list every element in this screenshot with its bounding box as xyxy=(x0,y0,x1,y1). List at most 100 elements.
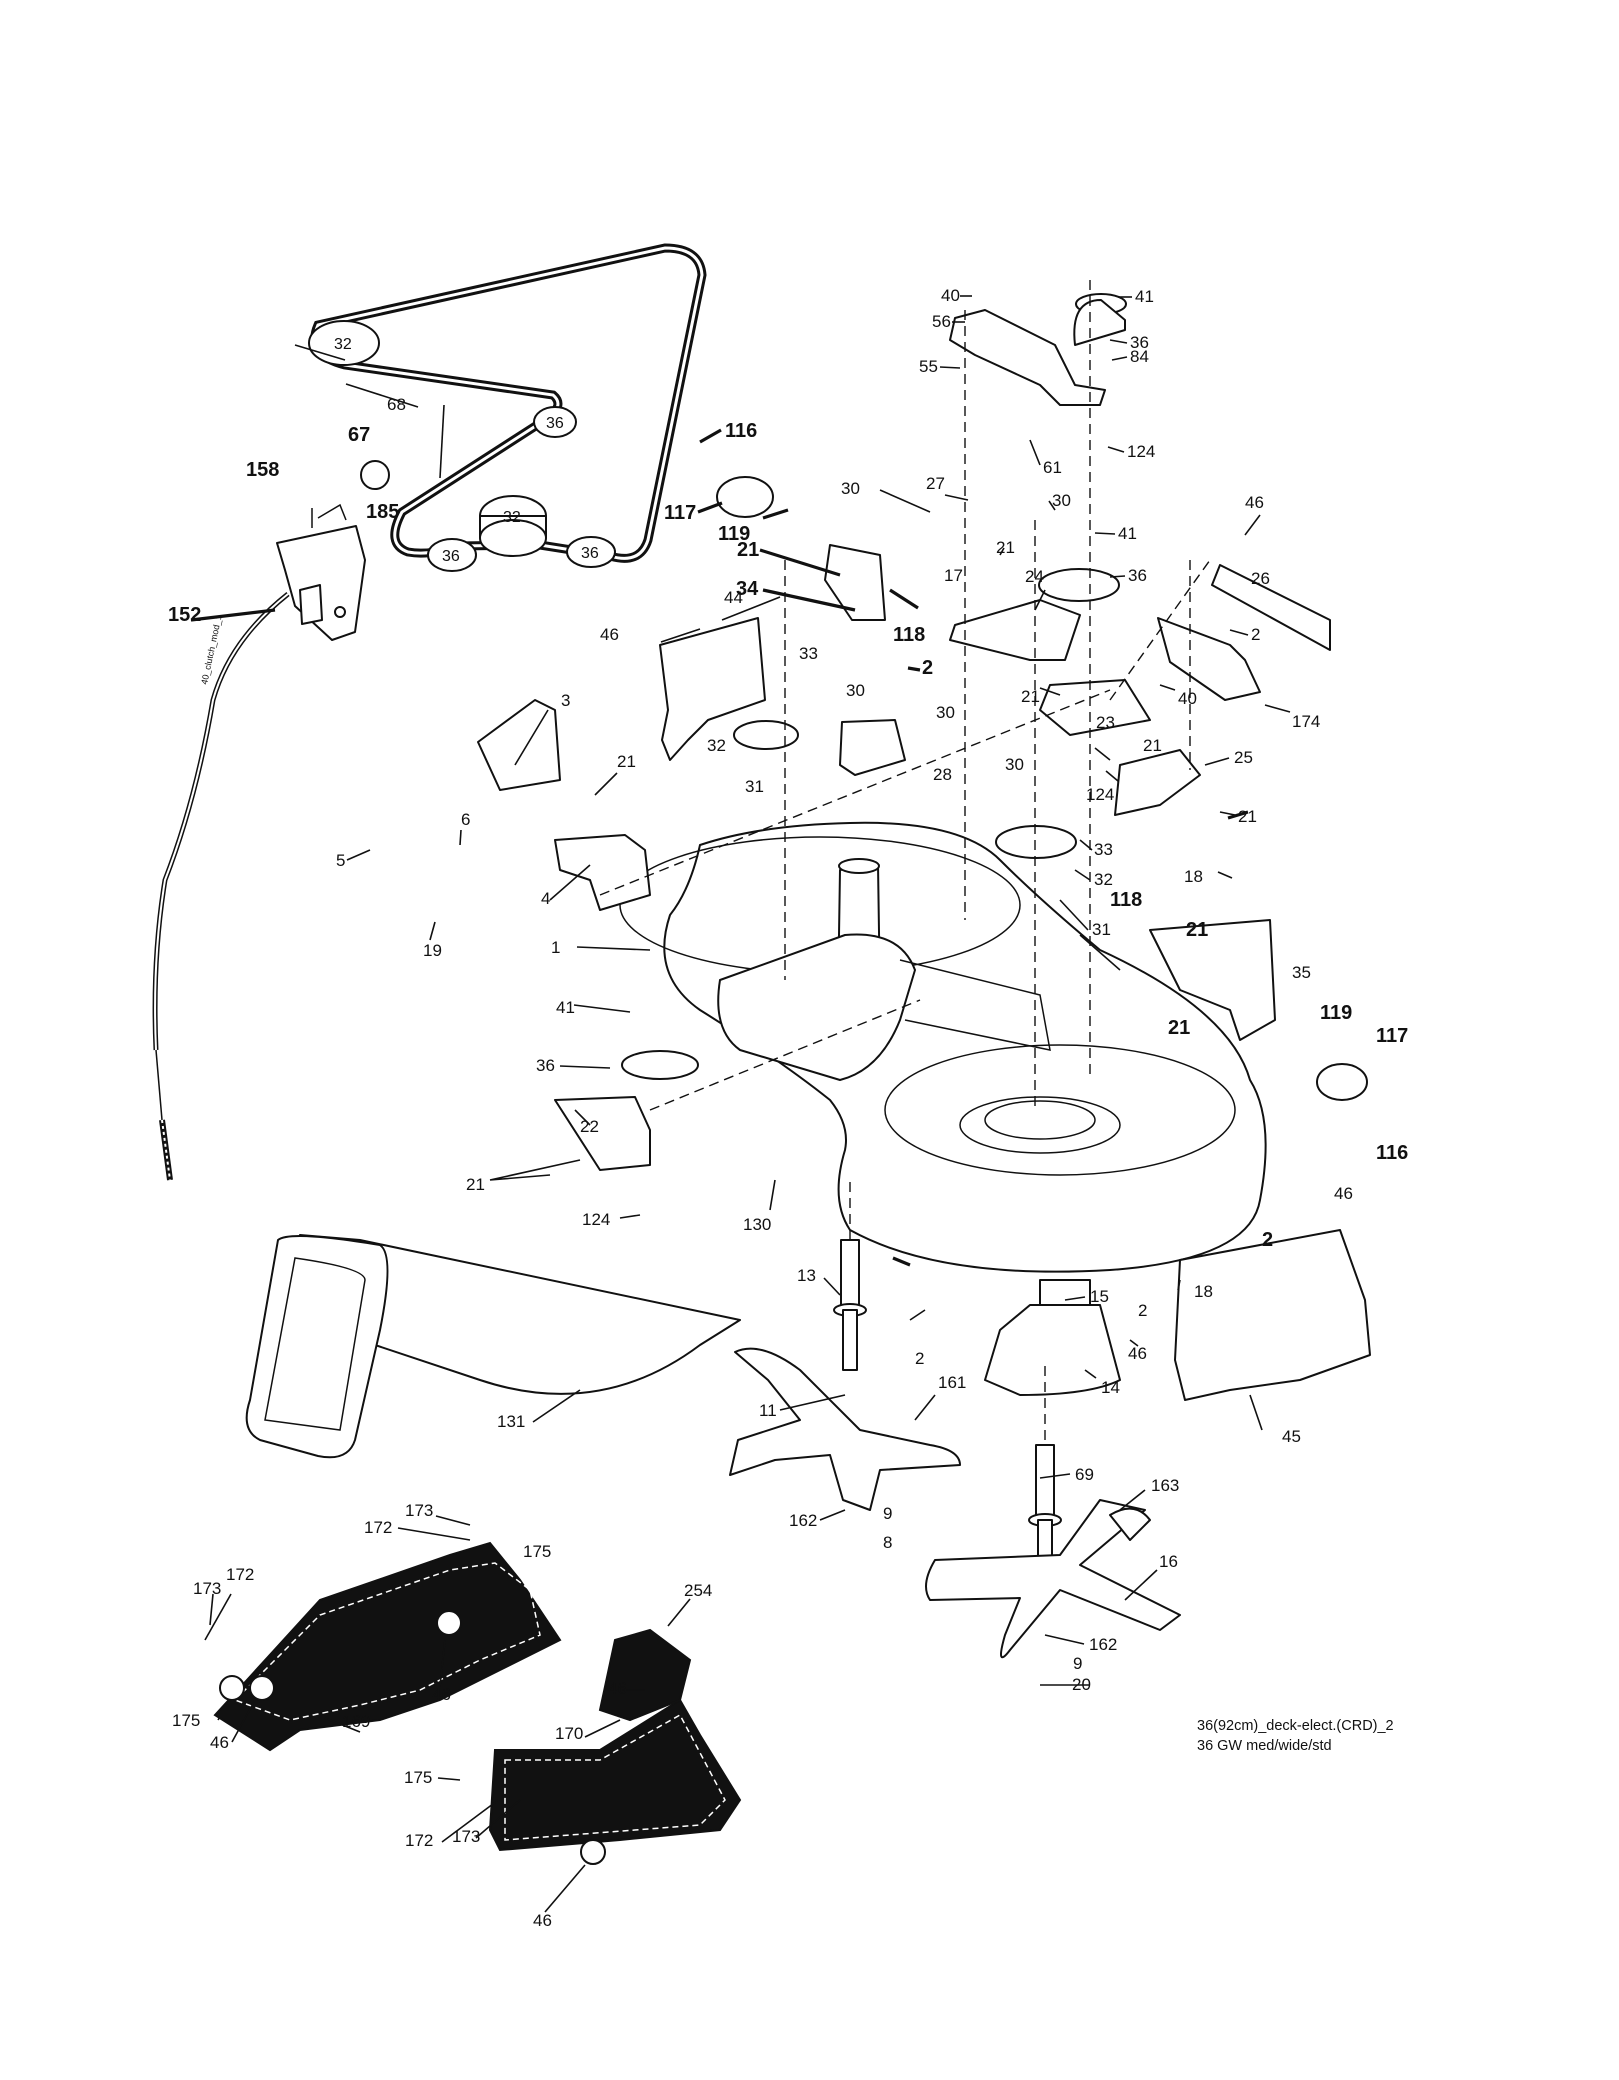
callout-18: 18 xyxy=(1194,1282,1213,1301)
callout-2: 2 xyxy=(922,657,933,679)
mulch-baffles xyxy=(213,1541,742,1865)
callout-152: 152 xyxy=(168,604,201,626)
callout-33: 33 xyxy=(1094,840,1113,859)
callout-21: 21 xyxy=(617,752,636,771)
callout-30: 30 xyxy=(841,479,860,498)
callout-21: 21 xyxy=(1168,1017,1190,1039)
callout-130: 130 xyxy=(743,1215,771,1234)
callout-172: 172 xyxy=(405,1831,433,1850)
callout-175: 175 xyxy=(523,1542,551,1561)
callout-leaders xyxy=(190,295,1291,1913)
callout-30: 30 xyxy=(1005,755,1024,774)
callout-36: 36 xyxy=(1128,566,1147,585)
callout-36: 36 xyxy=(1130,333,1149,352)
diagram-code-line-2: 36 GW med/wide/std xyxy=(1197,1738,1332,1754)
callout-84: 84 xyxy=(1130,347,1149,366)
discharge-chute xyxy=(245,1234,741,1459)
callout-169: 169 xyxy=(342,1712,370,1731)
callout-20: 20 xyxy=(1072,1675,1091,1694)
callout-55: 55 xyxy=(919,357,938,376)
callout-23: 23 xyxy=(1096,713,1115,732)
callout-28: 28 xyxy=(933,765,952,784)
callout-69: 69 xyxy=(1075,1465,1094,1484)
callout-2: 2 xyxy=(915,1349,924,1368)
pulley-tag: 36 xyxy=(581,545,599,562)
belt-pulleys xyxy=(308,320,616,572)
drive-belt xyxy=(310,243,707,563)
callout-1: 1 xyxy=(551,938,560,957)
alignment-lines xyxy=(599,280,1211,1440)
callout-2: 2 xyxy=(1262,1229,1273,1251)
callout-67: 67 xyxy=(348,424,370,446)
callout-68: 68 xyxy=(387,395,406,414)
callout-161: 161 xyxy=(938,1373,966,1392)
callout-124: 124 xyxy=(1127,442,1155,461)
callout-158: 158 xyxy=(246,459,279,481)
callout-163: 163 xyxy=(1151,1476,1179,1495)
callout-162: 162 xyxy=(1089,1635,1117,1654)
pulley-tag: 32 xyxy=(503,509,521,526)
callout-15: 15 xyxy=(1090,1287,1109,1306)
callout-18: 18 xyxy=(1184,867,1203,886)
callout-41: 41 xyxy=(1135,287,1154,306)
callout-13: 13 xyxy=(797,1266,816,1285)
callout-254: 254 xyxy=(684,1581,712,1600)
callout-32: 32 xyxy=(707,736,726,755)
callout-numbers: 40 56 55 41 36 84 124 61 27 30 30 17 21 … xyxy=(168,286,1408,1930)
mower-deck xyxy=(619,821,1267,1273)
callout-46: 46 xyxy=(210,1733,229,1752)
callout-173: 173 xyxy=(405,1501,433,1520)
callout-34: 34 xyxy=(736,578,759,600)
callout-46: 46 xyxy=(1334,1184,1353,1203)
callout-118: 118 xyxy=(1110,889,1142,911)
callout-21: 21 xyxy=(1143,736,1162,755)
callout-21: 21 xyxy=(1238,807,1257,826)
callout-170: 170 xyxy=(555,1724,583,1743)
callout-22: 22 xyxy=(580,1117,599,1136)
callout-162: 162 xyxy=(789,1511,817,1530)
callout-173: 173 xyxy=(452,1827,480,1846)
callout-30: 30 xyxy=(1052,491,1071,510)
callout-117: 117 xyxy=(1376,1025,1408,1047)
callout-21: 21 xyxy=(1186,919,1208,941)
clutch-bracket xyxy=(276,503,366,641)
diagram-code-line-1: 36(92cm)_deck-elect.(CRD)_2 xyxy=(1197,1718,1394,1734)
callout-117: 117 xyxy=(664,502,696,524)
callout-9: 9 xyxy=(883,1504,892,1523)
callout-185: 185 xyxy=(366,501,399,523)
callout-46: 46 xyxy=(1128,1344,1147,1363)
callout-11: 11 xyxy=(759,1401,777,1420)
callout-27: 27 xyxy=(926,474,945,493)
callout-6: 6 xyxy=(461,810,470,829)
callout-30: 30 xyxy=(936,703,955,722)
callout-131: 131 xyxy=(497,1412,525,1431)
blades-spindles xyxy=(729,1239,1181,1659)
callout-8: 8 xyxy=(883,1533,892,1552)
callout-2: 2 xyxy=(1251,625,1260,644)
callout-46: 46 xyxy=(432,1685,451,1704)
callout-2: 2 xyxy=(1138,1301,1147,1320)
callout-9: 9 xyxy=(1073,1654,1082,1673)
callout-30: 30 xyxy=(846,681,865,700)
callout-21: 21 xyxy=(466,1175,485,1194)
callout-21: 21 xyxy=(737,539,759,561)
callout-25: 25 xyxy=(1234,748,1253,767)
callout-173: 173 xyxy=(193,1579,221,1598)
callout-41: 41 xyxy=(556,998,575,1017)
pulley-tag: 36 xyxy=(546,415,564,432)
callout-172: 172 xyxy=(226,1565,254,1584)
guards-brackets xyxy=(477,564,1371,1401)
callout-21: 21 xyxy=(1021,687,1040,706)
callout-119: 119 xyxy=(718,523,750,545)
callout-172: 172 xyxy=(364,1518,392,1537)
callout-36: 36 xyxy=(536,1056,555,1075)
callout-33: 33 xyxy=(799,644,818,663)
callout-3: 3 xyxy=(561,691,570,710)
callout-31: 31 xyxy=(745,777,764,796)
pulley-tag: 32 xyxy=(334,336,352,353)
callout-32: 32 xyxy=(1094,870,1113,889)
callout-26: 26 xyxy=(1251,569,1270,588)
callout-119: 119 xyxy=(1320,1002,1352,1024)
callout-4: 4 xyxy=(541,889,550,908)
